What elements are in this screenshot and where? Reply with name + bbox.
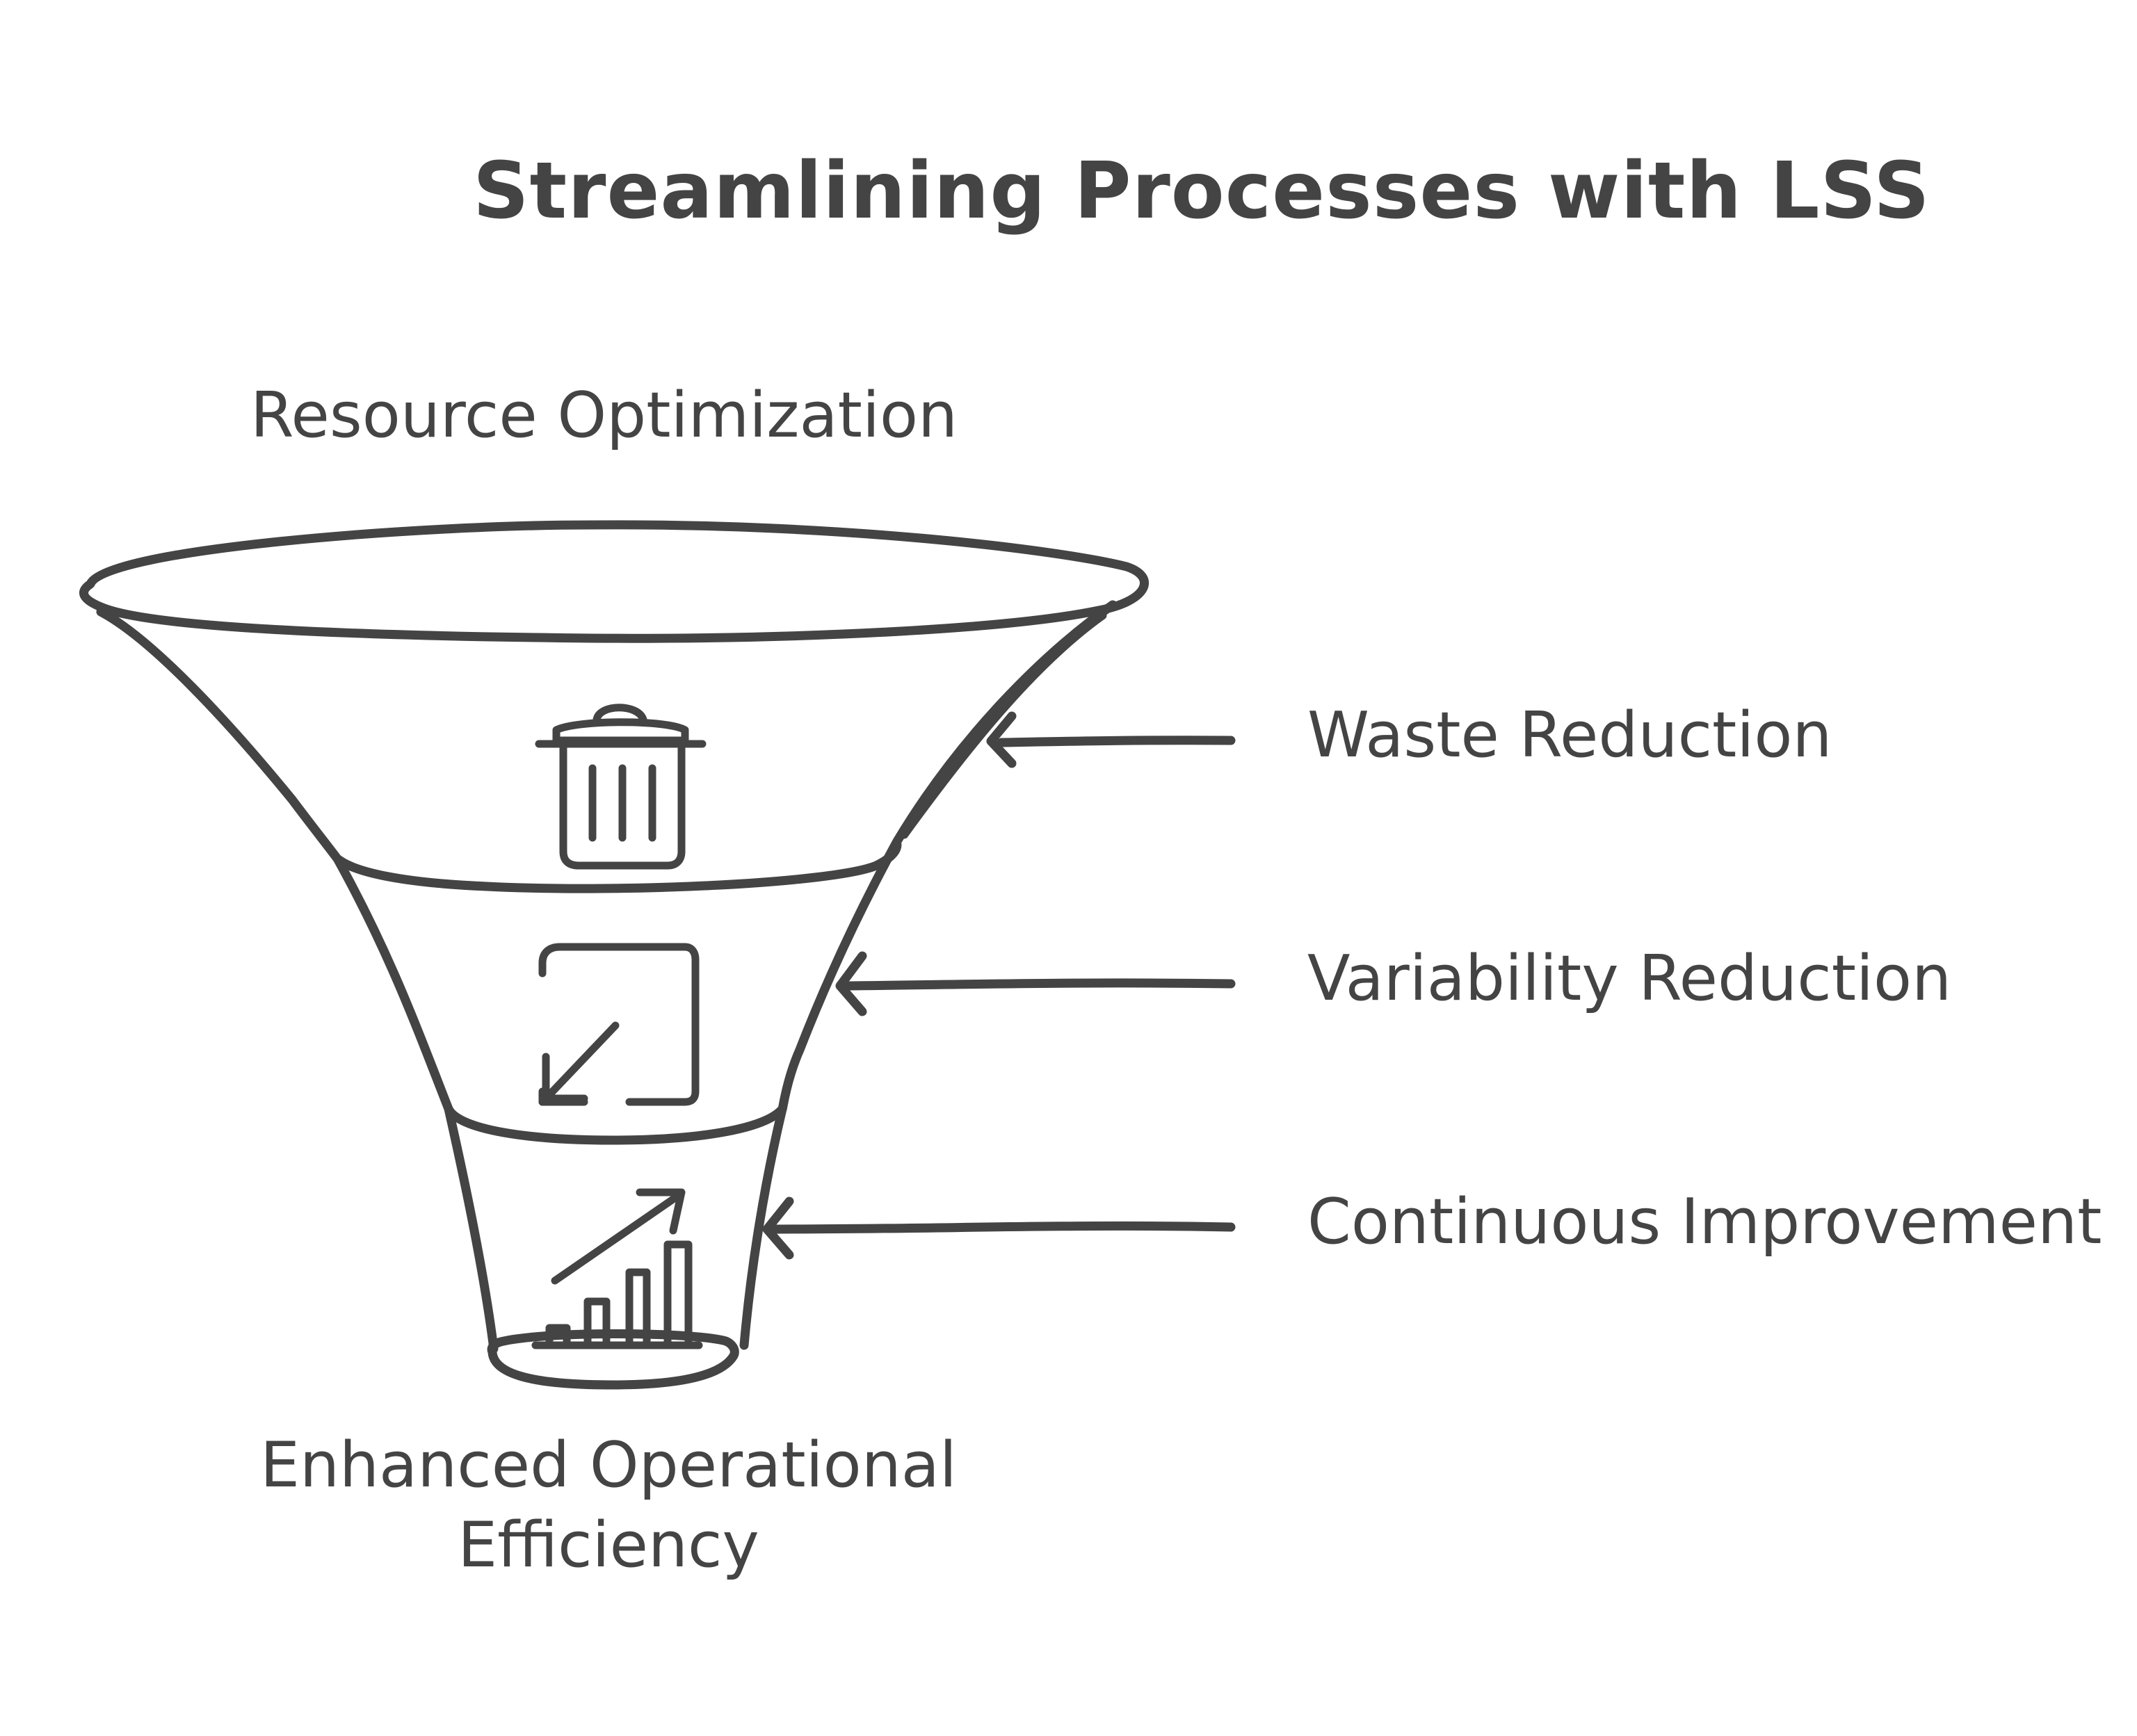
connector-variability — [835, 951, 1236, 1016]
connector-continuous — [762, 1196, 1236, 1260]
funnel-input-label: Resource Optimization — [250, 379, 958, 452]
funnel-left-side — [96, 607, 499, 1354]
stage-1-divider — [332, 840, 902, 893]
funnel-output-label-line1: Enhanced Operational — [260, 1429, 957, 1502]
stage-label-continuous-improvement: Continuous Improvement — [1307, 1185, 2102, 1258]
funnel-right-side — [739, 600, 1118, 1350]
connector-waste — [986, 711, 1236, 768]
stage-2-divider — [444, 1104, 787, 1145]
trash-can-icon — [535, 704, 707, 870]
diagram-title: Streamlining Processes with LSS — [473, 146, 1930, 236]
funnel-spout — [487, 1329, 739, 1390]
funnel-right-side-inner — [899, 610, 1107, 839]
funnel-rim — [79, 520, 1149, 643]
diagonal-arrow-square-icon — [538, 943, 700, 1106]
growth-chart-icon — [531, 1188, 703, 1349]
stage-label-variability-reduction: Variability Reduction — [1307, 942, 1952, 1015]
funnel-output-label: Enhanced Operational Efficiency — [243, 1425, 974, 1585]
funnel-output-label-line2: Efficiency — [458, 1509, 759, 1582]
stage-label-waste-reduction: Waste Reduction — [1307, 699, 1832, 772]
